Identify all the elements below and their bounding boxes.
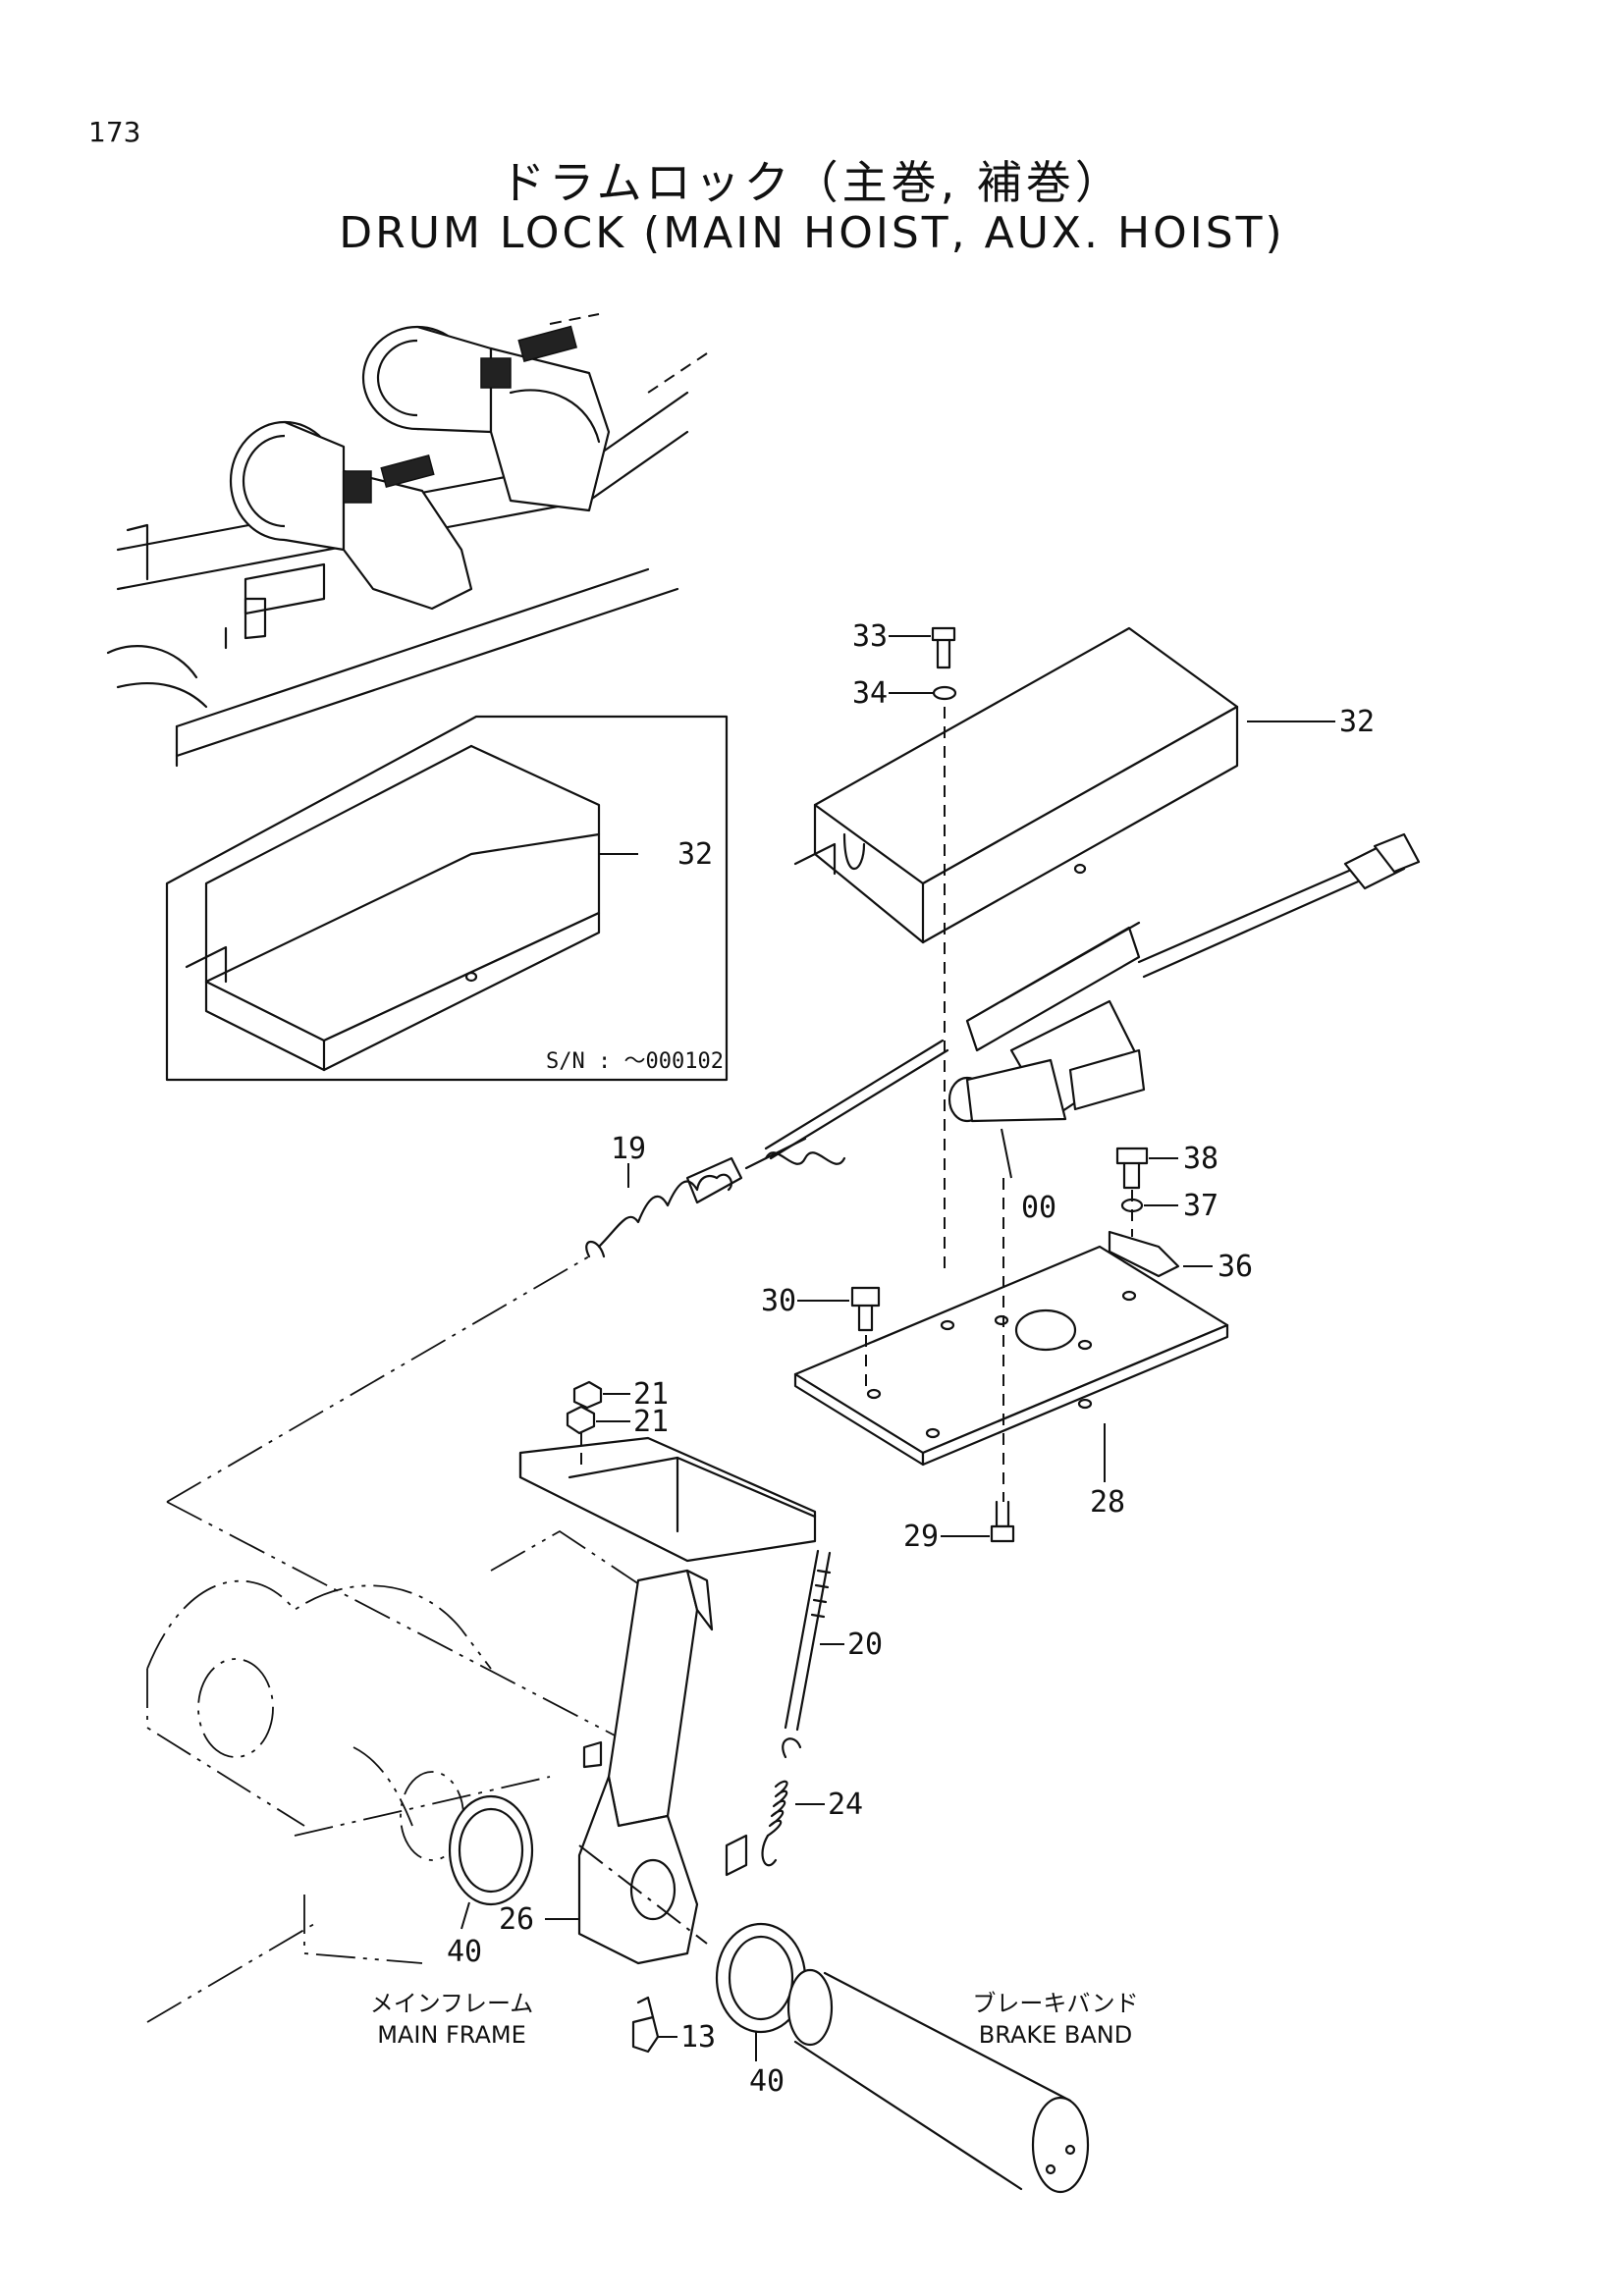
- part-34-washer: [889, 685, 957, 701]
- page-number: 173: [88, 116, 141, 148]
- callout-21-lower: 21: [633, 1405, 669, 1439]
- overview-winch-assembly: [106, 313, 708, 768]
- page-title-english: DRUM LOCK (MAIN HOIST, AUX. HOIST): [339, 208, 1285, 258]
- callout-40-left: 40: [447, 1935, 482, 1969]
- part-00-actuator: [685, 832, 1421, 1204]
- callout-38: 38: [1183, 1142, 1218, 1176]
- brake-band-label-jp: ブレーキバンド: [972, 1990, 1139, 2017]
- callout-33: 33: [852, 619, 888, 654]
- part-38-bolt: [1115, 1147, 1178, 1190]
- callout-30: 30: [761, 1284, 796, 1318]
- callout-28: 28: [1090, 1485, 1125, 1520]
- part-30-bolt: [797, 1286, 881, 1332]
- callout-21-upper: 21: [633, 1377, 669, 1412]
- callout-34: 34: [852, 676, 888, 711]
- main-frame-phantom: [146, 1255, 649, 2023]
- serial-number-note: S/N : ～000102: [546, 1049, 724, 1074]
- callout-36: 36: [1218, 1250, 1253, 1284]
- part-33-bolt: [889, 626, 956, 669]
- brake-band-label: ブレーキバンド BRAKE BAND: [957, 1988, 1154, 2051]
- callout-29: 29: [903, 1520, 939, 1554]
- callout-24: 24: [828, 1788, 863, 1822]
- part-29-bolt: [941, 1500, 1015, 1543]
- main-frame-label-en: MAIN FRAME: [377, 2021, 526, 2049]
- callout-32: 32: [1339, 705, 1375, 739]
- part-19-spring: [585, 1163, 732, 1258]
- callout-19: 19: [611, 1132, 646, 1166]
- part-21-nut-upper: [572, 1380, 630, 1410]
- inset-early-cover: [165, 715, 729, 1082]
- part-21-nut-lower: [566, 1405, 630, 1435]
- part-20-rod: [784, 1549, 844, 1732]
- brake-band-pin: [786, 1968, 1090, 2194]
- part-36-clamp: [1108, 1230, 1213, 1278]
- brake-band-label-en: BRAKE BAND: [978, 2021, 1133, 2049]
- callout-00: 00: [1021, 1191, 1056, 1225]
- part-37-washer: [1120, 1198, 1178, 1213]
- callout-26: 26: [499, 1902, 534, 1937]
- part-40-shim-left: [448, 1794, 534, 1930]
- part-32-cover: [793, 626, 1335, 944]
- page-title-japanese: ドラムロック（主巻, 補巻）: [500, 156, 1124, 209]
- centerline-pin: [578, 1844, 708, 1945]
- callout-32-inset: 32: [677, 837, 713, 872]
- part-13-grease-fitting: [631, 1996, 677, 2054]
- main-frame-label: メインフレーム MAIN FRAME: [353, 1988, 550, 2051]
- callout-20: 20: [847, 1628, 883, 1662]
- callout-13: 13: [680, 2020, 716, 2055]
- part-24-spring: [761, 1737, 825, 1867]
- callout-37: 37: [1183, 1189, 1218, 1223]
- main-frame-label-jp: メインフレーム: [369, 1990, 534, 2017]
- callout-40-right: 40: [749, 2064, 785, 2099]
- part-28-plate: [793, 1245, 1229, 1482]
- part-26-lever-bracket: [518, 1436, 817, 1965]
